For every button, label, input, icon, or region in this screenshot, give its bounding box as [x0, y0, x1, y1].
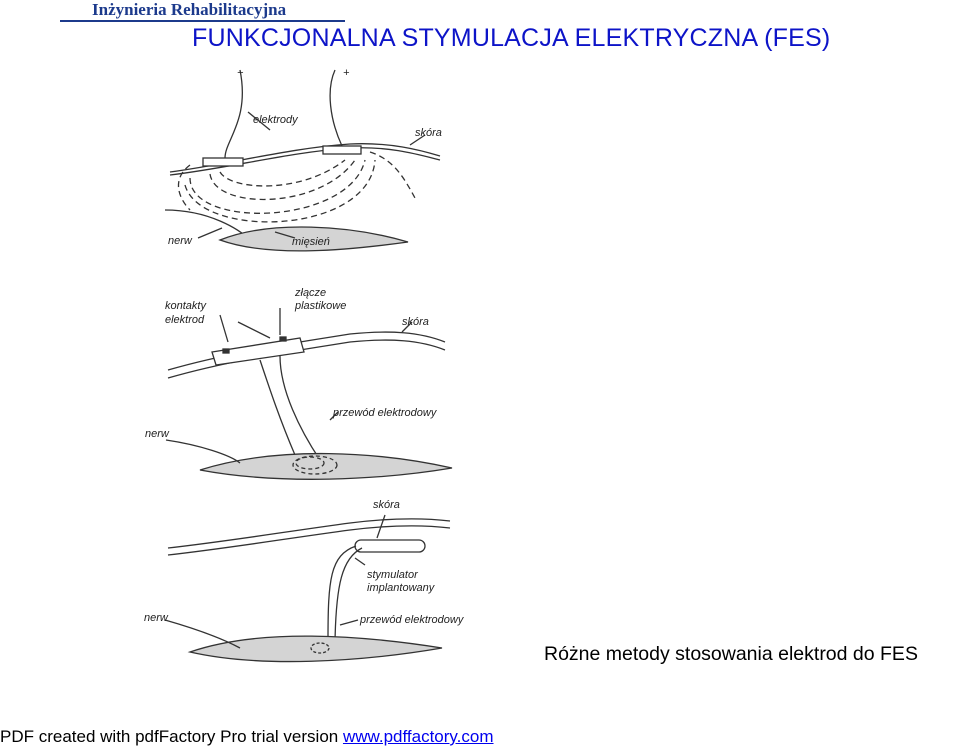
contacts-label-2: elektrod — [165, 314, 205, 326]
joint-label-1: złącze — [294, 287, 326, 299]
plus-label: + — [343, 67, 350, 79]
minus-label: − — [237, 67, 244, 79]
fes-figure: − + elektrody skóra nerw mięsień kontakt… — [130, 60, 480, 675]
muscle-label: mięsień — [292, 236, 330, 248]
page-title: FUNKCJONALNA STYMULACJA ELEKTRYCZNA (FES… — [192, 24, 831, 52]
nerve-label-3: nerw — [144, 612, 169, 624]
pdffactory-link[interactable]: www.pdffactory.com — [342, 727, 494, 746]
header-rule — [60, 20, 345, 22]
journal-header: Inżynieria Rehabilitacyjna — [92, 0, 287, 19]
lead-label-3: przewód elektrodowy — [359, 614, 465, 626]
stimulator-label-2: implantowany — [367, 582, 436, 594]
lead-label-2: przewód elektrodowy — [332, 407, 438, 419]
stimulator-label-1: stymulator — [367, 569, 419, 581]
electrodes-label: elektrody — [253, 114, 299, 126]
nerve-label-1: nerw — [168, 235, 193, 247]
skin-label-2: skóra — [402, 316, 429, 328]
figure-caption: Różne metody stosowania elektrod do FES — [544, 643, 918, 665]
skin-label-3: skóra — [373, 499, 400, 511]
contacts-label-1: kontakty — [165, 300, 207, 312]
joint-label-2: plastikowe — [294, 300, 346, 312]
fes-diagram: − + elektrody skóra nerw mięsień kontakt… — [144, 67, 465, 663]
footer-text: PDF created with pdfFactory Pro trial ve… — [0, 727, 343, 746]
nerve-label-2: nerw — [145, 428, 170, 440]
pdf-footer: PDF created with pdfFactory Pro trial ve… — [0, 727, 494, 747]
skin-label-1: skóra — [415, 127, 442, 139]
